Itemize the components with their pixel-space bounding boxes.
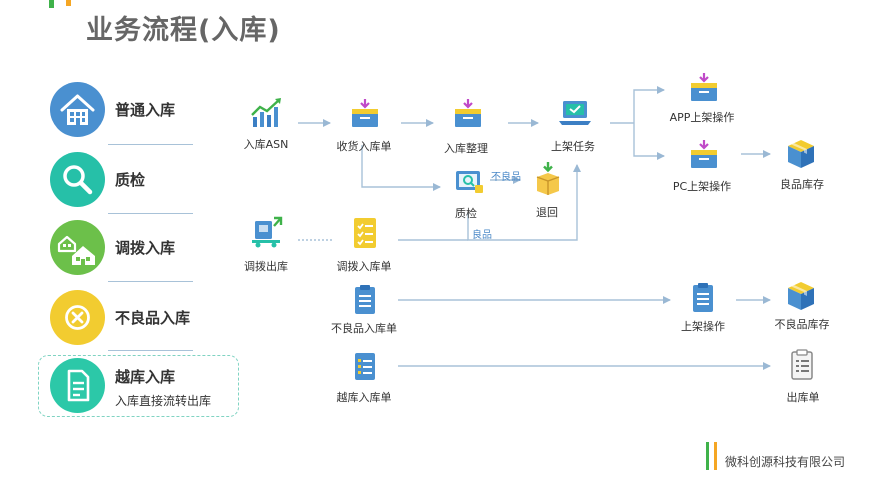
edge-good-to-task (467, 164, 581, 241)
outline-list-doc-icon (789, 349, 815, 381)
top-accent-green (49, 0, 54, 8)
cube-box-icon (785, 138, 817, 170)
category-defective-inbound: 不良品入库 (50, 290, 240, 346)
cube-box-icon (785, 280, 817, 312)
two-houses-icon (50, 220, 105, 275)
inbox-tray-icon (688, 139, 720, 171)
category-label: 调拨入库 (115, 239, 176, 257)
inbox-tray-icon (349, 98, 381, 130)
cross-dock-frame (38, 355, 239, 417)
node-putaway-op-label: 上架操作 (681, 320, 725, 333)
category-cross-dock: 越库入库 入库直接流转出库 (50, 358, 240, 414)
node-receive-label: 收货入库单 (336, 140, 392, 153)
node-organize-label: 入库整理 (444, 142, 488, 155)
form-doc-icon (351, 284, 379, 316)
category-label: 不良品入库 (115, 309, 191, 327)
node-app-putaway-label: APP上架操作 (669, 111, 735, 124)
category-sub-label: 入库直接流转出库 (115, 394, 212, 408)
list-doc-icon (351, 350, 379, 382)
edge-split-pc (633, 123, 665, 160)
edge-label-defective: 不良品 (491, 172, 521, 183)
category-label: 越库入库 (115, 368, 176, 386)
category-transfer-inbound: 调拨入库 (50, 220, 240, 276)
node-pc-putaway-label: PC上架操作 (672, 180, 732, 193)
node-task-label: 上架任务 (551, 140, 595, 153)
inbox-tray-icon (688, 72, 720, 104)
category-normal-inbound: 普通入库 (50, 82, 240, 138)
category-divider (108, 350, 193, 351)
return-box-icon (533, 161, 563, 197)
inspect-screen-icon (453, 167, 485, 199)
node-defect-order-label: 不良品入库单 (331, 322, 397, 335)
top-accent-orange (66, 0, 71, 6)
node-cross-order-label: 越库入库单 (336, 391, 392, 404)
category-label: 质检 (115, 171, 146, 189)
house-building-icon (50, 82, 105, 137)
document-icon (50, 358, 105, 413)
transfer-truck-icon (250, 214, 286, 250)
node-good-stock-label: 良品库存 (780, 178, 824, 191)
trend-chart-icon (250, 97, 284, 129)
edge-split-app (633, 86, 665, 123)
node-return-label: 退回 (536, 206, 558, 219)
node-outbound-label: 出库单 (786, 391, 820, 404)
category-inspection: 质检 (50, 152, 240, 208)
edge-label-good: 良品 (472, 230, 492, 241)
category-divider (108, 144, 193, 145)
page-title: 业务流程(入库) (86, 15, 281, 46)
footer-accent-green (706, 442, 709, 470)
magnifier-icon (50, 152, 105, 207)
category-divider (108, 281, 193, 282)
category-divider (108, 213, 193, 214)
company-name: 微科创源科技有限公司 (725, 455, 846, 469)
node-transfer-out-label: 调拨出库 (244, 260, 288, 273)
category-label: 普通入库 (115, 101, 176, 119)
edge-receive-inspect (361, 145, 441, 191)
node-asn-label: 入库ASN (243, 138, 289, 151)
footer-accent-orange (714, 442, 717, 470)
inbox-tray-icon (452, 98, 484, 130)
circle-x-icon (50, 290, 105, 345)
form-doc-icon (689, 282, 717, 314)
node-transfer-in-label: 调拨入库单 (336, 260, 392, 273)
node-defect-stock-label: 不良品库存 (774, 318, 830, 331)
laptop-check-icon (557, 98, 593, 130)
checklist-icon (351, 216, 379, 250)
node-inspect-label: 质检 (455, 207, 477, 220)
